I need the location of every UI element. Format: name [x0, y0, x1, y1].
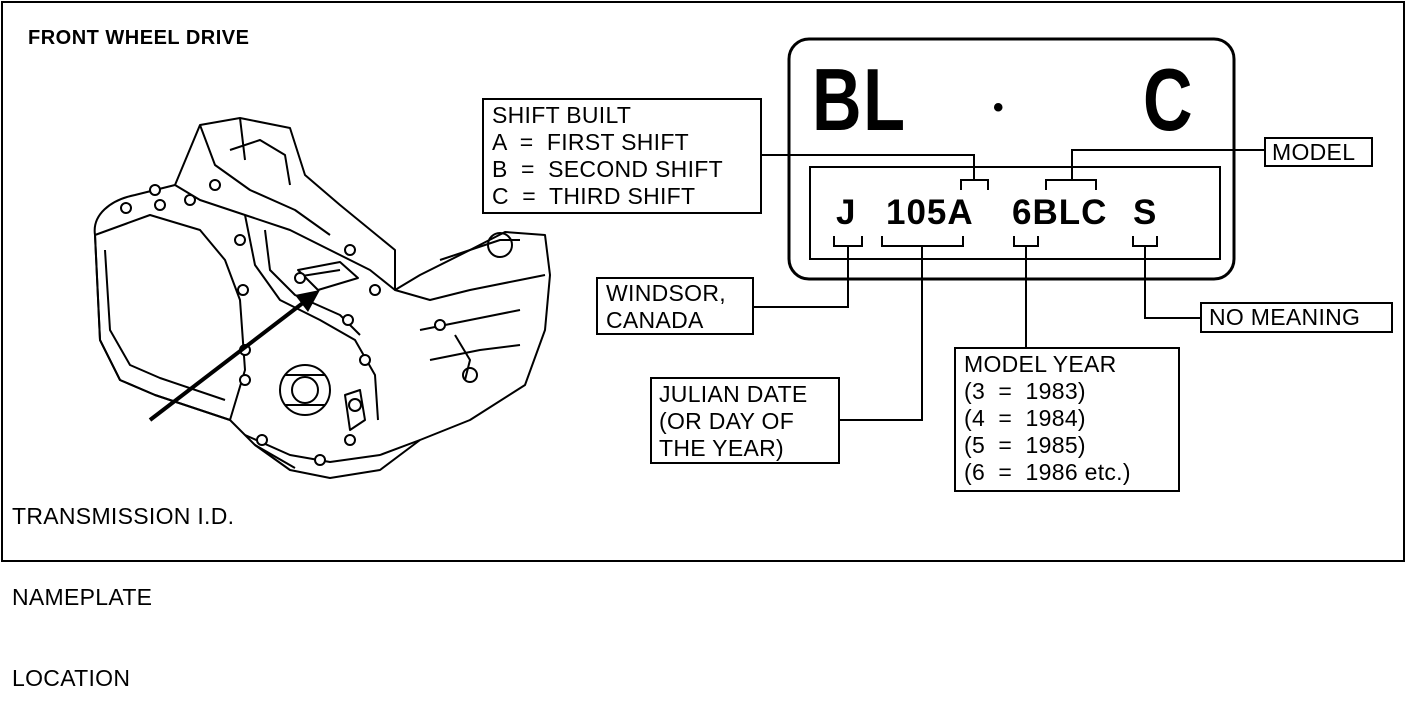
- model-year-callout: MODEL YEAR (3 = 1983) (4 = 1984) (5 = 19…: [954, 347, 1180, 492]
- shift-first: A = FIRST SHIFT: [492, 129, 690, 155]
- model-label: MODEL: [1272, 139, 1356, 165]
- julian-line-3: THE YEAR): [659, 435, 784, 461]
- no-meaning-callout: NO MEANING: [1200, 302, 1393, 333]
- nameplate-location-line-1: TRANSMISSION I.D.: [12, 503, 235, 529]
- model-callout: MODEL: [1264, 137, 1373, 167]
- plate-dot: •: [993, 91, 1005, 124]
- julian-line-1: JULIAN DATE: [659, 381, 808, 407]
- diagram-frame: [1, 1, 1405, 562]
- nameplate-location-line-2: NAMEPLATE: [12, 584, 153, 610]
- windsor-line-2: CANADA: [606, 307, 704, 333]
- plate-code-plant: J: [836, 193, 857, 232]
- model-year-1986: (6 = 1986 etc.): [964, 459, 1131, 485]
- shift-built-callout: SHIFT BUILT A = FIRST SHIFT B = SECOND S…: [482, 98, 762, 214]
- model-year-1985: (5 = 1985): [964, 432, 1086, 458]
- plate-top-left-code: BL: [812, 50, 907, 149]
- nameplate-location-line-3: LOCATION: [12, 665, 131, 691]
- windsor-line-1: WINDSOR,: [606, 280, 726, 306]
- shift-second: B = SECOND SHIFT: [492, 156, 723, 182]
- plate-code-year-model: 6BLC: [1012, 193, 1108, 232]
- plate-code-suffix: S: [1133, 193, 1158, 232]
- transmission-illustration: [93, 117, 551, 479]
- no-meaning-label: NO MEANING: [1209, 304, 1361, 330]
- model-year-1984: (4 = 1984): [964, 405, 1086, 431]
- shift-third: C = THIRD SHIFT: [492, 183, 696, 209]
- julian-line-2: (OR DAY OF: [659, 408, 795, 434]
- windsor-callout: WINDSOR, CANADA: [596, 277, 754, 335]
- nameplate-graphic: [752, 37, 1265, 421]
- model-year-1983: (3 = 1983): [964, 378, 1086, 404]
- plate-top-right-code: C: [1143, 50, 1195, 149]
- plate-code-julian-shift: 105A: [886, 193, 974, 232]
- diagram-title: FRONT WHEEL DRIVE: [28, 27, 250, 49]
- model-year-heading: MODEL YEAR: [964, 351, 1117, 377]
- julian-date-callout: JULIAN DATE (OR DAY OF THE YEAR): [650, 377, 840, 464]
- shift-built-heading: SHIFT BUILT: [492, 102, 632, 128]
